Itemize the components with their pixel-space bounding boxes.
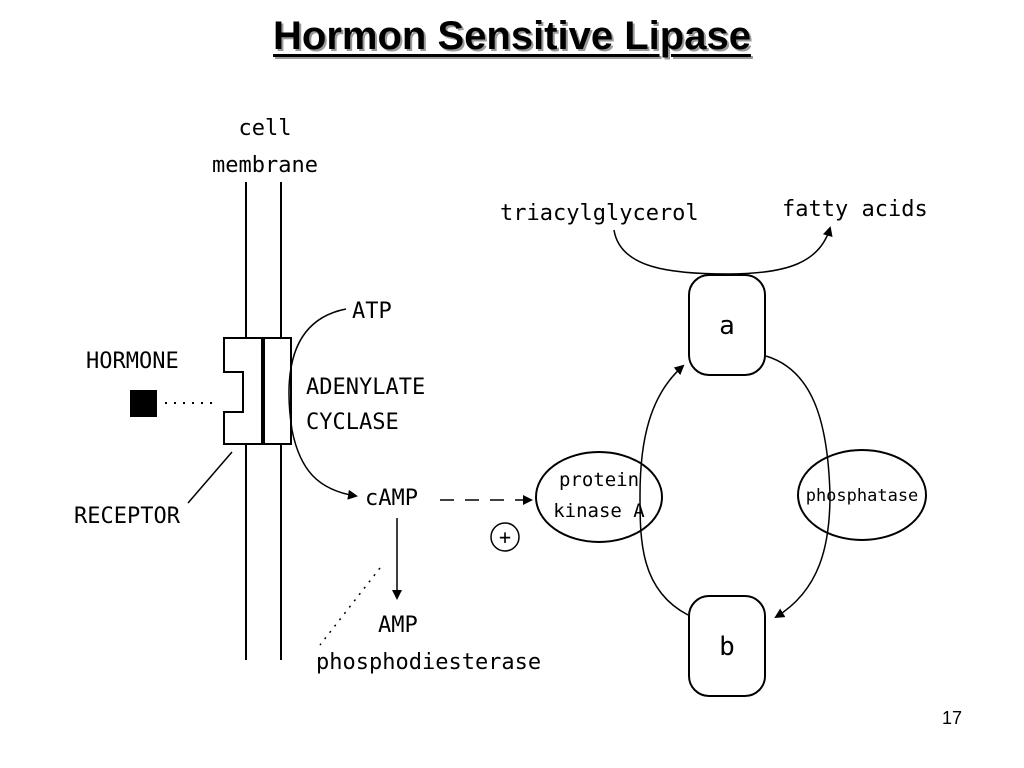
- adenylate-cyclase-label-line1: ADENYLATE: [306, 375, 425, 400]
- phosphodiesterase-dotted-line: [319, 567, 381, 646]
- receptor-shape: [223, 337, 263, 445]
- receptor-pointer-line: [187, 451, 233, 504]
- activation-plus-circle: [490, 522, 520, 552]
- cell-membrane-label-line1: cell: [239, 116, 292, 141]
- receptor-label: RECEPTOR: [74, 504, 181, 529]
- lipase-form-b-label: b: [719, 632, 735, 662]
- activation-plus-sign: +: [499, 525, 511, 549]
- protein-kinase-a-label-line1: protein: [559, 469, 639, 491]
- triacylglycerol-label: triacylglycerol: [500, 201, 699, 226]
- adenylate-cyclase-shape: [263, 337, 292, 445]
- slide-number: 17: [941, 708, 962, 728]
- cell-membrane-label-line2: membrane: [212, 153, 318, 178]
- phosphodiesterase-label: phosphodiesterase: [316, 650, 541, 675]
- lipase-form-a-box: [688, 274, 766, 376]
- amp-label: AMP: [378, 613, 418, 638]
- protein-kinase-a-ellipse: [535, 451, 663, 543]
- triacylglycerol-to-fatty-acids-arrow: [613, 226, 833, 275]
- lipase-form-a-label: a: [719, 311, 735, 341]
- protein-kinase-a-label-line2: kinase A: [553, 500, 645, 522]
- phosphatase-label: phosphatase: [806, 486, 919, 506]
- camp-label: cAMP: [365, 486, 418, 511]
- atp-label: ATP: [352, 299, 392, 324]
- adenylate-cyclase-label-line2: CYCLASE: [306, 410, 399, 435]
- lipase-form-b-box: [688, 595, 766, 697]
- phosphatase-ellipse: [797, 449, 927, 541]
- a-to-b-via-phosphatase-arrow: [765, 355, 831, 619]
- atp-to-camp-arrow: [288, 308, 358, 500]
- hormone-label: HORMONE: [86, 349, 179, 374]
- slide-title: Hormon Sensitive Lipase: [273, 14, 751, 58]
- b-to-a-via-kinase-arrow: [639, 364, 689, 616]
- hormone-square: [130, 390, 157, 417]
- fatty-acids-label: fatty acids: [782, 197, 928, 222]
